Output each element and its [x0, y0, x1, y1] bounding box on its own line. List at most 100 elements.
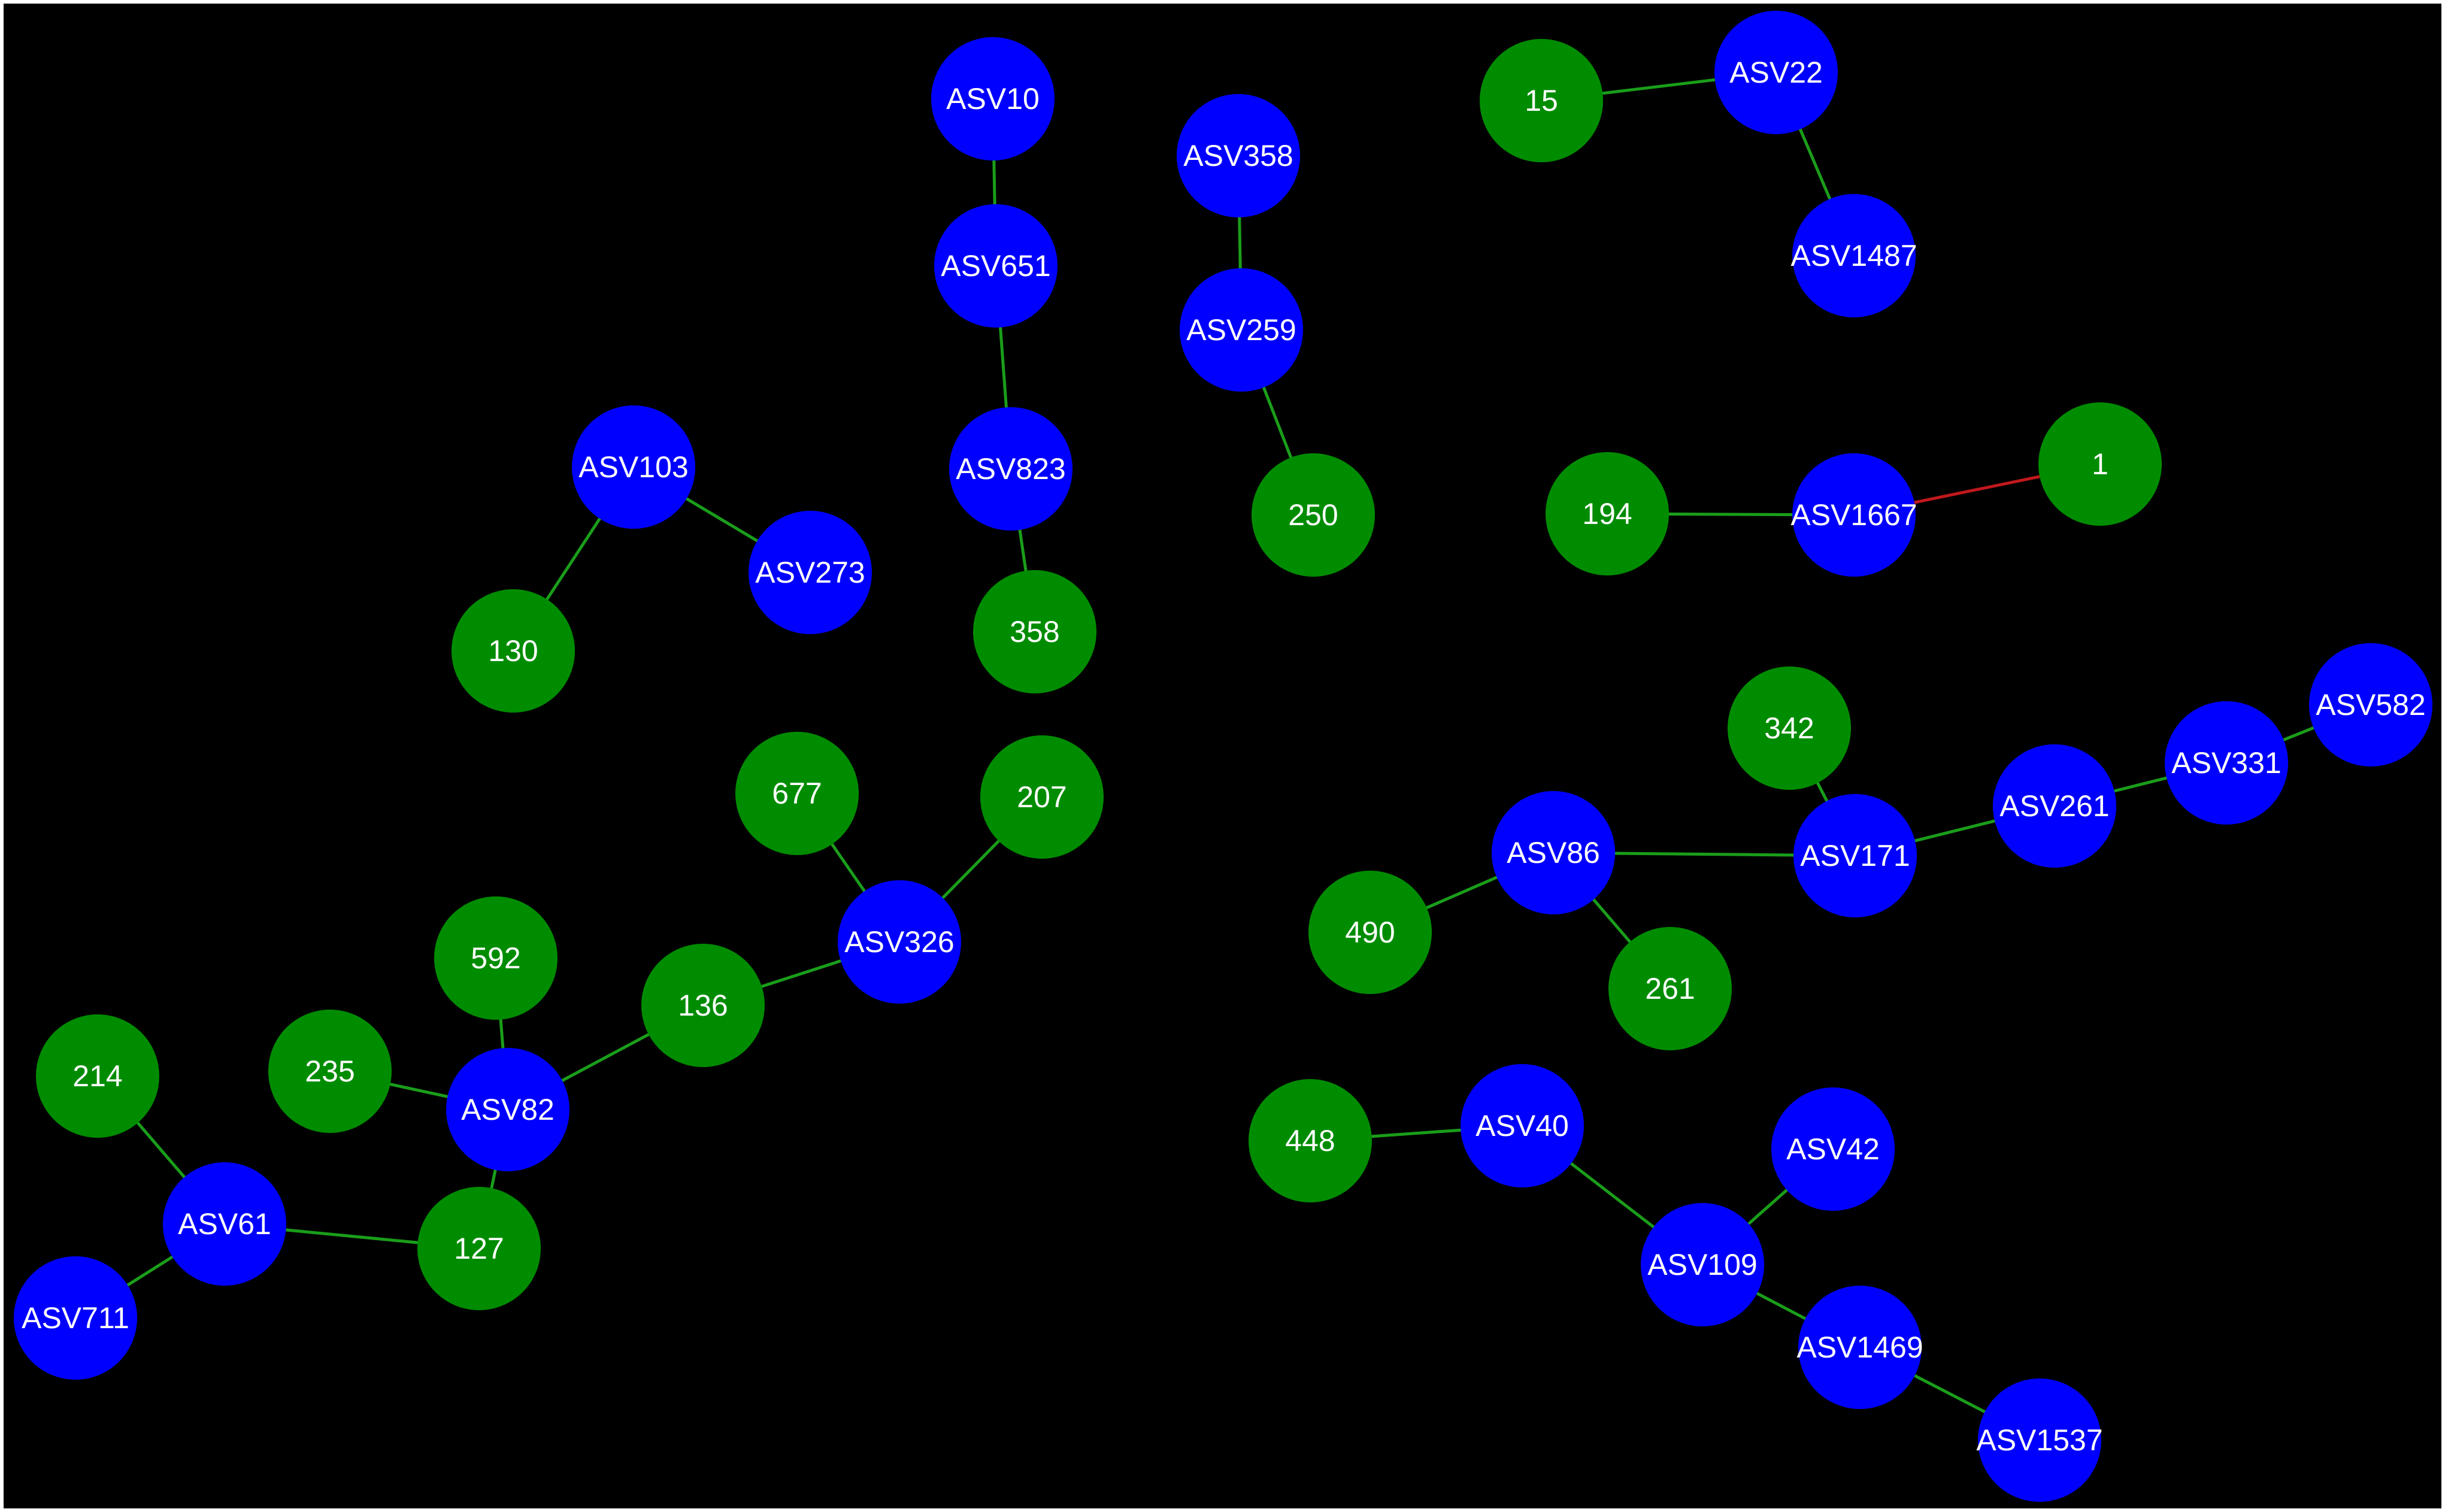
node-asv1487[interactable]: ASV1487	[1790, 194, 1917, 317]
node-label: ASV1537	[1976, 1423, 2102, 1457]
node-asv1537[interactable]: ASV1537	[1976, 1378, 2103, 1502]
node-n207[interactable]: 207	[980, 735, 1104, 859]
node-label: 207	[1017, 780, 1067, 814]
node-circle[interactable]	[14, 1256, 137, 1380]
node-circle[interactable]	[749, 511, 872, 634]
node-asv259[interactable]: ASV259	[1180, 268, 1303, 392]
node-label: ASV273	[755, 556, 865, 589]
node-circle[interactable]	[949, 407, 1072, 531]
node-asv82[interactable]: ASV82	[446, 1048, 569, 1171]
node-label: 127	[454, 1232, 504, 1265]
node-circle[interactable]	[434, 896, 558, 1020]
node-circle[interactable]	[1480, 39, 1603, 162]
node-circle[interactable]	[2038, 402, 2162, 526]
node-circle[interactable]	[1728, 666, 1851, 790]
node-circle[interactable]	[2309, 643, 2432, 766]
node-n1[interactable]: 1	[2038, 402, 2162, 526]
node-n214[interactable]: 214	[36, 1014, 159, 1138]
node-circle[interactable]	[973, 570, 1096, 693]
node-circle[interactable]	[1461, 1064, 1584, 1187]
node-label: 15	[1525, 84, 1558, 117]
node-circle[interactable]	[735, 732, 859, 855]
node-circle[interactable]	[268, 1010, 392, 1133]
node-circle[interactable]	[1798, 1286, 1922, 1409]
node-label: ASV711	[22, 1301, 129, 1335]
node-label: ASV1667	[1790, 498, 1917, 532]
node-circle[interactable]	[931, 37, 1055, 160]
node-n448[interactable]: 448	[1249, 1079, 1372, 1202]
node-asv171[interactable]: ASV171	[1793, 794, 1917, 917]
node-asv1667[interactable]: ASV1667	[1790, 453, 1917, 577]
node-n490[interactable]: 490	[1308, 871, 1432, 994]
node-n15[interactable]: 15	[1480, 39, 1603, 162]
node-asv326[interactable]: ASV326	[838, 880, 961, 1004]
node-asv651[interactable]: ASV651	[934, 204, 1058, 328]
node-circle[interactable]	[1546, 452, 1669, 575]
node-circle[interactable]	[1993, 744, 2116, 868]
node-label: 592	[471, 941, 520, 975]
node-n127[interactable]: 127	[417, 1187, 541, 1310]
node-asv261[interactable]: ASV261	[1993, 744, 2116, 868]
node-circle[interactable]	[1177, 94, 1300, 217]
node-n136[interactable]: 136	[641, 944, 765, 1067]
node-circle[interactable]	[417, 1187, 541, 1310]
node-circle[interactable]	[1793, 794, 1917, 917]
node-circle[interactable]	[1608, 927, 1732, 1050]
node-label: ASV1469	[1796, 1331, 1923, 1364]
node-circle[interactable]	[446, 1048, 569, 1171]
node-asv1469[interactable]: ASV1469	[1796, 1286, 1923, 1409]
node-label: ASV22	[1729, 56, 1823, 89]
node-circle[interactable]	[2165, 701, 2288, 825]
node-asv109[interactable]: ASV109	[1641, 1203, 1764, 1326]
node-asv86[interactable]: ASV86	[1492, 791, 1615, 914]
node-circle[interactable]	[1180, 268, 1303, 392]
node-circle[interactable]	[641, 944, 765, 1067]
node-n194[interactable]: 194	[1546, 452, 1669, 575]
node-circle[interactable]	[934, 204, 1058, 328]
node-asv331[interactable]: ASV331	[2165, 701, 2288, 825]
node-asv61[interactable]: ASV61	[163, 1162, 286, 1286]
node-n261[interactable]: 261	[1608, 927, 1732, 1050]
node-label: 250	[1288, 498, 1338, 532]
node-circle[interactable]	[1249, 1079, 1372, 1202]
node-circle[interactable]	[572, 405, 695, 529]
node-circle[interactable]	[1308, 871, 1432, 994]
node-circle[interactable]	[838, 880, 961, 1004]
node-asv22[interactable]: ASV22	[1714, 11, 1838, 134]
node-asv10[interactable]: ASV10	[931, 37, 1055, 160]
node-n342[interactable]: 342	[1728, 666, 1851, 790]
node-n235[interactable]: 235	[268, 1010, 392, 1133]
node-asv358[interactable]: ASV358	[1177, 94, 1300, 217]
node-circle[interactable]	[1492, 791, 1615, 914]
node-circle[interactable]	[1641, 1203, 1764, 1326]
node-label: ASV823	[956, 452, 1065, 486]
node-asv273[interactable]: ASV273	[749, 511, 872, 634]
node-n130[interactable]: 130	[452, 589, 575, 713]
node-circle[interactable]	[1978, 1378, 2101, 1502]
node-asv823[interactable]: ASV823	[949, 407, 1072, 531]
node-n250[interactable]: 250	[1252, 453, 1375, 577]
node-circle[interactable]	[1252, 453, 1375, 577]
node-n677[interactable]: 677	[735, 732, 859, 855]
node-circle[interactable]	[36, 1014, 159, 1138]
node-asv711[interactable]: ASV711	[14, 1256, 137, 1380]
node-circle[interactable]	[1792, 453, 1916, 577]
node-circle[interactable]	[1792, 194, 1916, 317]
node-asv103[interactable]: ASV103	[572, 405, 695, 529]
node-asv40[interactable]: ASV40	[1461, 1064, 1584, 1187]
node-asv582[interactable]: ASV582	[2309, 643, 2432, 766]
node-label: ASV40	[1476, 1109, 1569, 1143]
node-circle[interactable]	[1771, 1087, 1895, 1211]
node-label: ASV82	[461, 1093, 555, 1126]
node-n592[interactable]: 592	[434, 896, 558, 1020]
node-label: ASV331	[2171, 746, 2281, 780]
node-label: ASV651	[941, 249, 1050, 283]
node-label: 130	[488, 634, 538, 668]
node-circle[interactable]	[452, 589, 575, 713]
node-circle[interactable]	[1714, 11, 1838, 134]
node-circle[interactable]	[163, 1162, 286, 1286]
node-circle[interactable]	[980, 735, 1104, 859]
node-asv42[interactable]: ASV42	[1771, 1087, 1895, 1211]
node-label: 490	[1345, 916, 1395, 949]
node-n358[interactable]: 358	[973, 570, 1096, 693]
